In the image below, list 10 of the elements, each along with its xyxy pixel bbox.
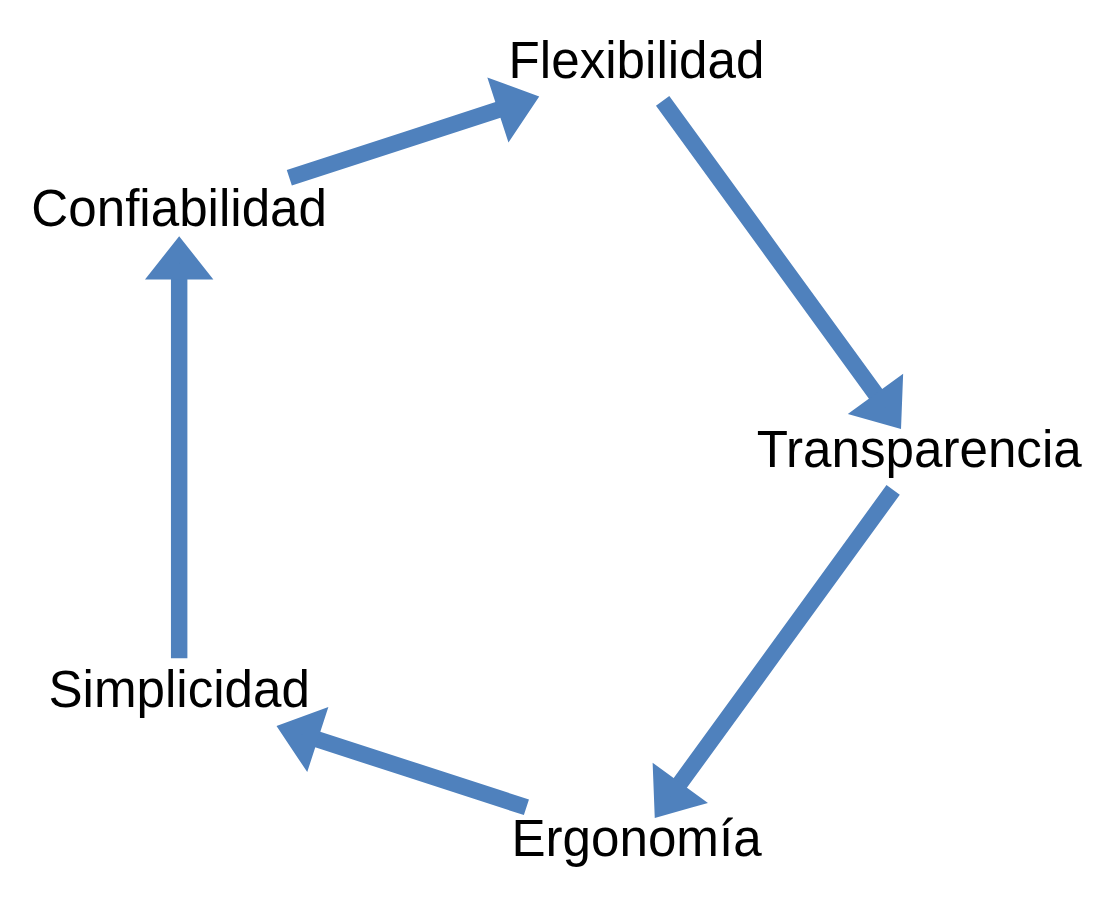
node-text: Transparencia — [756, 420, 1082, 478]
arrow — [276, 706, 529, 815]
arrow — [656, 95, 904, 429]
arrow — [144, 235, 214, 658]
arrow — [286, 76, 540, 186]
node-text: Confiabilidad — [31, 179, 328, 237]
node-text: Flexibilidad — [508, 31, 765, 89]
node-text: Ergonomía — [511, 809, 762, 867]
arrow — [652, 484, 900, 818]
node-text: Simplicidad — [48, 660, 310, 718]
